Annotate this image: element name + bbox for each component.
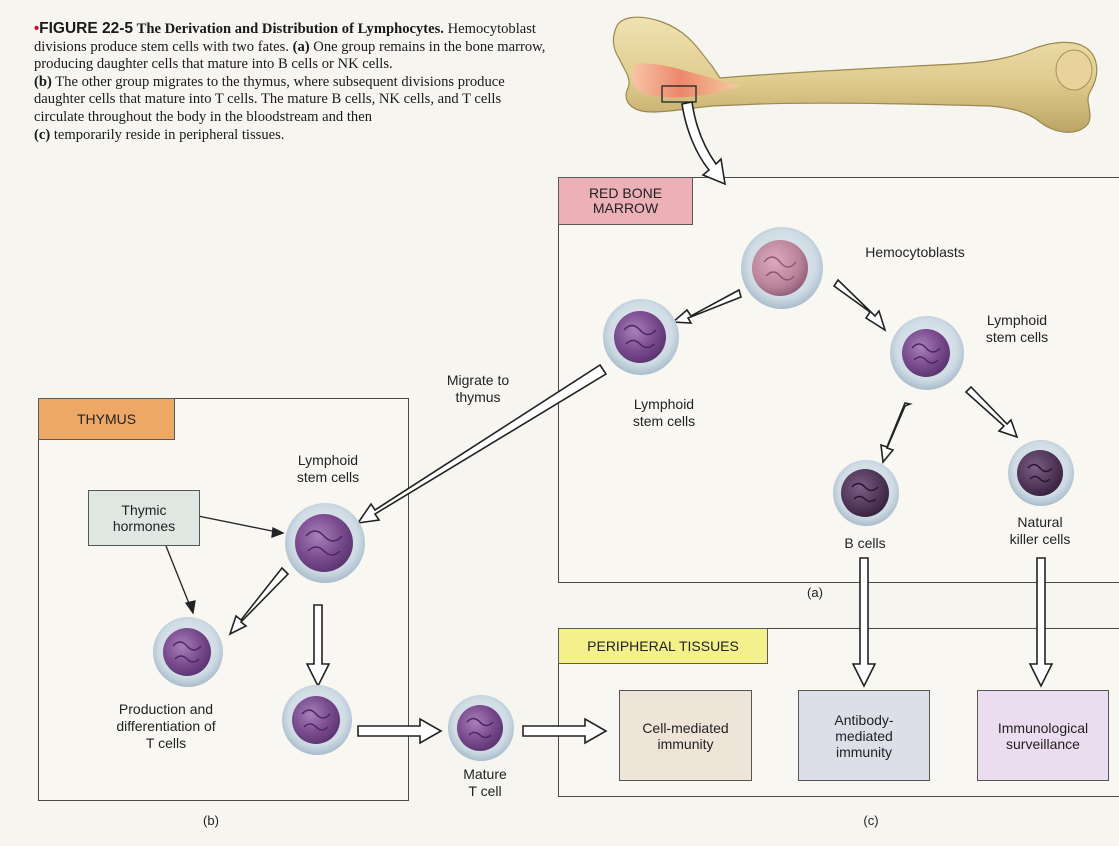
label-lymphoid-left: Lymphoid stem cells <box>604 396 724 430</box>
thymic-hormones-line2: hormones <box>113 518 175 534</box>
label-migrate-to-thymus: Migrate to thymus <box>418 372 538 406</box>
cell-thymus-lymphoid-stem <box>285 503 365 583</box>
arrow-to-mature-t <box>358 719 441 743</box>
lymphoid-left-line2: stem cells <box>633 413 695 429</box>
letter-c: (c) <box>856 812 886 829</box>
thymic-hormones-box: Thymic hormones <box>88 490 200 546</box>
cell-b-cell <box>833 460 899 526</box>
label-natural-killer: Natural killer cells <box>990 514 1090 548</box>
cell-mediated-line1: Cell-mediated <box>642 720 728 736</box>
cell-natural-killer <box>1008 440 1074 506</box>
hemocytoblasts-text: Hemocytoblasts <box>865 244 965 260</box>
antibody-mediated-immunity-box: Antibody- mediated immunity <box>798 690 930 781</box>
nk-line2: killer cells <box>1010 531 1071 547</box>
arrow-right-to-nk <box>966 387 1017 437</box>
arrow-right-to-bcell <box>881 403 910 462</box>
label-lymphoid-right: Lymphoid stem cells <box>962 312 1072 346</box>
cell-hemocytoblast <box>741 227 823 309</box>
lymphoid-right-line1: Lymphoid <box>987 312 1047 328</box>
cell-mediated-immunity-box: Cell-mediated immunity <box>619 690 752 781</box>
antibody-line3: immunity <box>836 744 892 760</box>
antibody-line1: Antibody- <box>834 712 893 728</box>
arrow-thymus-down <box>307 605 329 686</box>
cell-mediated-line2: immunity <box>657 736 713 752</box>
production-line3: T cells <box>146 735 186 751</box>
label-hemocytoblasts: Hemocytoblasts <box>840 244 990 261</box>
thymus-lymphoid-line2: stem cells <box>297 469 359 485</box>
mature-t-line2: T cell <box>468 783 501 799</box>
cell-thymus-bottom <box>282 685 352 755</box>
label-thymus-lymphoid: Lymphoid stem cells <box>268 452 388 486</box>
immuno-line1: Immunological <box>998 720 1088 736</box>
production-line2: differentiation of <box>116 718 215 734</box>
cell-lymphoid-stem-right <box>890 316 964 390</box>
thymic-hormones-line1: Thymic <box>121 502 166 518</box>
arrow-thymus-to-left-cell <box>230 568 288 634</box>
thymus-lymphoid-line1: Lymphoid <box>298 452 358 468</box>
arrow-nk-to-surveillance <box>1030 558 1052 686</box>
letter-b: (b) <box>196 812 226 829</box>
cell-mature-t <box>448 695 514 761</box>
arrow-hemo-to-left <box>673 290 741 323</box>
letter-a-text: (a) <box>807 585 823 600</box>
cell-lymphoid-stem-left <box>603 299 679 375</box>
migrate-line1: Migrate to <box>447 372 509 388</box>
letter-a: (a) <box>800 584 830 601</box>
migrate-line2: thymus <box>455 389 500 405</box>
label-mature-t-cell: Mature T cell <box>440 766 530 800</box>
production-line1: Production and <box>119 701 213 717</box>
cell-thymus-left <box>153 617 223 687</box>
arrow-hemo-to-right <box>834 280 885 330</box>
letter-c-text: (c) <box>863 813 878 828</box>
arrow-bcell-to-antibody <box>853 558 875 686</box>
immunological-surveillance-box: Immunological surveillance <box>977 690 1109 781</box>
label-production-differentiation: Production and differentiation of T cell… <box>86 701 246 752</box>
lymphoid-left-line1: Lymphoid <box>634 396 694 412</box>
letter-b-text: (b) <box>203 813 219 828</box>
antibody-line2: mediated <box>835 728 893 744</box>
arrow-to-cell-mediated <box>523 719 606 743</box>
label-b-cells: B cells <box>820 535 910 552</box>
mature-t-line1: Mature <box>463 766 507 782</box>
b-cells-text: B cells <box>844 535 885 551</box>
nk-line1: Natural <box>1017 514 1062 530</box>
lymphoid-right-line2: stem cells <box>986 329 1048 345</box>
immuno-line2: surveillance <box>1006 736 1080 752</box>
